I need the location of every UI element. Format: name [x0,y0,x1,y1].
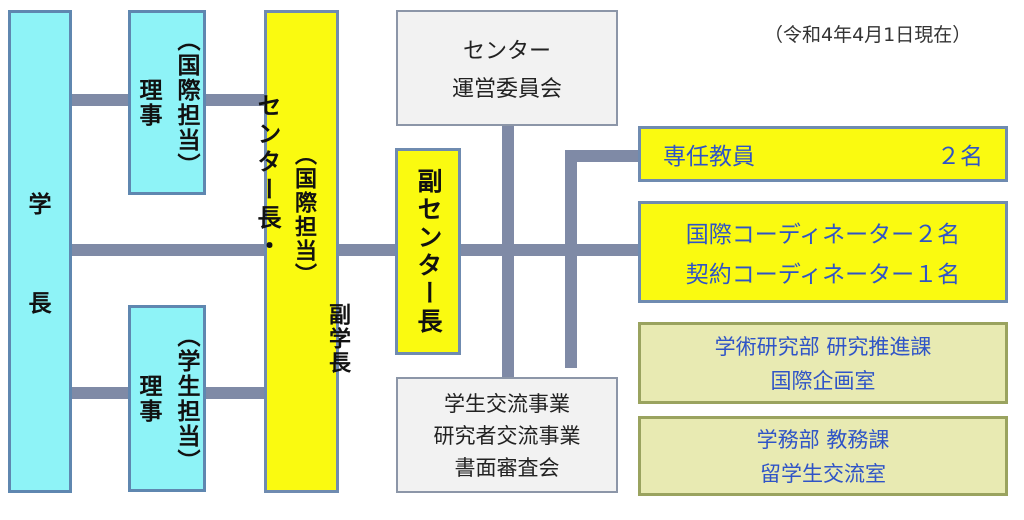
research-office-line2: 国際企画室 [770,369,876,393]
date-note: （令和4年4月1日現在） [764,24,972,46]
review-board-box: 学生交流事業 研究者交流事業 書面審査会 [396,377,618,493]
research-office-line1: 学術研究部 研究推進課 [714,335,932,359]
director-student-title: 理事 [135,373,161,424]
connector-director-student-center [206,387,266,399]
center-director-sub: （国際担当） [291,143,316,287]
faculty-box: 専任教員 ２名 [638,126,1008,182]
coordinators-line2: 契約コーディネーター１名 [685,262,961,288]
review-board-line2: 研究者交流事業 [433,424,581,448]
connector-center-vice [337,244,397,256]
committee-line1: センター [462,39,551,64]
connector-trunk-faculty [565,150,640,162]
committee-line2: 運営委員会 [451,77,562,102]
research-office-box: 学術研究部 研究推進課 国際企画室 [638,322,1008,404]
academic-office-line1: 学務部 教務課 [756,428,890,452]
academic-office-box: 学務部 教務課 留学生交流室 [638,416,1008,496]
connector-president-director-intl [70,94,130,106]
academic-office-line2: 留学生交流室 [760,462,886,486]
review-board-line1: 学生交流事業 [444,392,570,416]
vice-director-box: 副センター長 [395,148,461,355]
coordinators-box: 国際コーディネーター２名 契約コーディネーター１名 [638,201,1008,303]
faculty-count: ２名 [937,144,983,170]
director-intl-box: 理事 （国際担当） [128,10,206,195]
connector-right-trunk [565,150,577,368]
president-char-top: 学 [28,192,52,219]
coordinators-line1: 国際コーディネーター２名 [685,222,961,248]
president-char-bottom: 長 [28,290,52,317]
connector-vice-units [460,244,640,256]
connector-director-intl-center [206,94,266,106]
director-intl-title: 理事 [135,77,161,128]
center-director-box: センター長・ （国際担当） 副学長 [253,10,350,493]
center-director-line1: センター長・ [253,93,281,261]
review-board-line3: 書面審査会 [454,456,560,480]
connector-president-center [70,244,268,256]
director-student-sub: （学生担当） [173,323,199,474]
director-student-box: 理事 （学生担当） [128,305,206,492]
committee-box: センター 運営委員会 [396,10,618,126]
center-director-line2: 副学長 [325,303,350,375]
connector-president-director-student [70,387,130,399]
faculty-label: 専任教員 [663,144,755,170]
president-box: 学 長 [8,10,72,493]
director-intl-sub: （国際担当） [173,27,199,178]
vice-director-label: 副センター長 [414,167,443,336]
connector-committee-review [502,125,514,379]
